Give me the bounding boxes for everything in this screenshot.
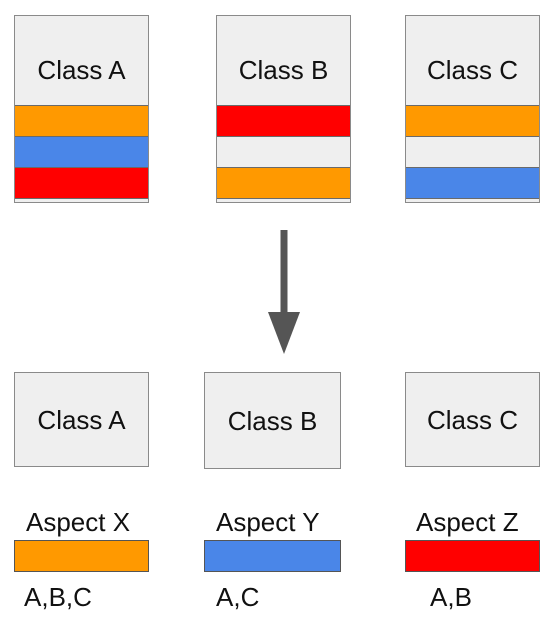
bottom-class-a-label: Class A	[37, 404, 126, 435]
top-class-b-label: Class B	[238, 55, 329, 85]
bottom-class-a-box: Class A	[14, 372, 149, 467]
top-class-c-stripe-1	[406, 105, 539, 137]
top-class-c-stripe-4	[406, 198, 539, 204]
aspect-z-bar	[405, 540, 540, 572]
down-arrow-icon	[268, 230, 300, 354]
top-class-c-stripe-3	[406, 167, 539, 199]
aspect-z-name: Aspect Z	[416, 507, 519, 537]
top-class-a-label: Class A	[37, 55, 126, 85]
top-class-b-stripe-4	[217, 198, 350, 204]
bottom-class-b-label: Class B	[227, 405, 318, 436]
top-class-a-stripe-4	[15, 198, 148, 204]
arrow-head	[268, 312, 300, 354]
top-class-c-box: Class C	[405, 15, 540, 203]
top-class-a-stripe-1	[15, 105, 148, 137]
top-class-b-stripe-2	[217, 136, 350, 168]
aspect-y-bar	[204, 540, 341, 572]
top-class-a-stripe-3	[15, 167, 148, 199]
bottom-class-c-box: Class C	[405, 372, 540, 467]
aspect-x-bar	[14, 540, 149, 572]
top-class-b-stripe-1	[217, 105, 350, 137]
aspect-x-name: Aspect X	[26, 507, 131, 537]
aspect-y-name: Aspect Y	[216, 507, 320, 537]
top-class-c-label: Class C	[426, 55, 518, 85]
top-class-a-stripe-2	[15, 136, 148, 168]
aspect-z-classes: A,B	[430, 582, 472, 612]
top-class-b-stripe-3	[217, 167, 350, 199]
aspect-y-classes: A,C	[216, 582, 260, 612]
aspect-x-classes: A,B,C	[24, 582, 92, 612]
top-class-b-box: Class B	[216, 15, 351, 203]
top-class-c-stripe-2	[406, 136, 539, 168]
bottom-class-c-label: Class C	[426, 404, 518, 435]
bottom-class-b-box: Class B	[204, 372, 341, 469]
top-class-a-box: Class A	[14, 15, 149, 203]
